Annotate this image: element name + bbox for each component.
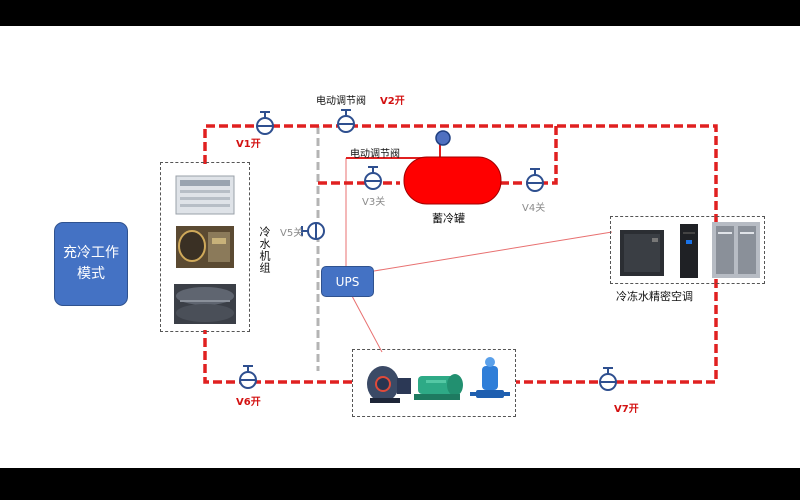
tank-label: 蓄冷罐 bbox=[432, 212, 465, 225]
mode-title: 充冷工作模式 bbox=[63, 245, 119, 282]
crac-group-box bbox=[610, 216, 765, 284]
chiller-label: 冷水机组 bbox=[258, 226, 271, 274]
diagram-canvas bbox=[174, 109, 760, 403]
pump-images bbox=[367, 357, 510, 403]
ups-links bbox=[345, 158, 613, 353]
crac-images bbox=[620, 222, 760, 278]
pipe-bottom bbox=[203, 330, 352, 384]
valve-v3-label: V3关 bbox=[362, 197, 386, 208]
valve-v7-label: V7开 bbox=[614, 404, 639, 415]
valve-v6-icon bbox=[239, 365, 257, 389]
valve-v7-icon bbox=[599, 367, 617, 391]
tank-top-valve-icon bbox=[435, 130, 451, 146]
chiller-unit-3 bbox=[174, 284, 236, 324]
storage-tank bbox=[403, 130, 502, 205]
ups-box: UPS bbox=[321, 266, 374, 297]
valve-v1-label: V1开 bbox=[236, 139, 261, 150]
ups-label: UPS bbox=[335, 274, 360, 289]
valve-v4-icon bbox=[526, 168, 544, 192]
chiller-group-box bbox=[160, 162, 250, 332]
crac-label: 冷冻水精密空调 bbox=[616, 290, 693, 303]
pump-2 bbox=[414, 374, 463, 400]
elec-valve-label-top: 电动调节阀 bbox=[316, 96, 366, 107]
chiller-images bbox=[174, 175, 236, 324]
pipe-loop bbox=[203, 124, 718, 384]
elec-valve-label-tank: 电动调节阀 bbox=[350, 149, 400, 160]
valve-v4-label: V4关 bbox=[522, 203, 546, 214]
crac-unit-1 bbox=[620, 230, 664, 276]
valve-v5-label: V5关 bbox=[280, 228, 304, 239]
chiller-unit-1 bbox=[175, 175, 235, 215]
ups-link-pumps bbox=[351, 295, 383, 353]
crac-unit-3 bbox=[712, 222, 760, 278]
pump-group-box bbox=[352, 349, 516, 417]
valve-icons bbox=[239, 109, 617, 391]
valve-v2-icon bbox=[337, 109, 355, 133]
crac-unit-2 bbox=[680, 224, 698, 278]
valve-v1-icon bbox=[256, 111, 274, 135]
pump-3 bbox=[470, 357, 510, 398]
valve-v3-icon bbox=[364, 166, 382, 190]
valve-v5-icon bbox=[301, 222, 325, 240]
pipe-top bbox=[203, 124, 718, 384]
ups-link-crac bbox=[373, 231, 613, 272]
pipe-tank-branch bbox=[500, 126, 558, 185]
mode-title-box: 充冷工作模式 bbox=[54, 222, 128, 306]
slide: 充冷工作模式 UPS 冷水机组 蓄冷罐 冷冻水精密空调 电动调节阀 电动调节阀 … bbox=[0, 26, 800, 468]
chiller-unit-2 bbox=[176, 226, 234, 268]
valve-v2-label: V2开 bbox=[380, 96, 405, 107]
valve-v6-label: V6开 bbox=[236, 397, 261, 408]
pump-1 bbox=[367, 366, 411, 403]
